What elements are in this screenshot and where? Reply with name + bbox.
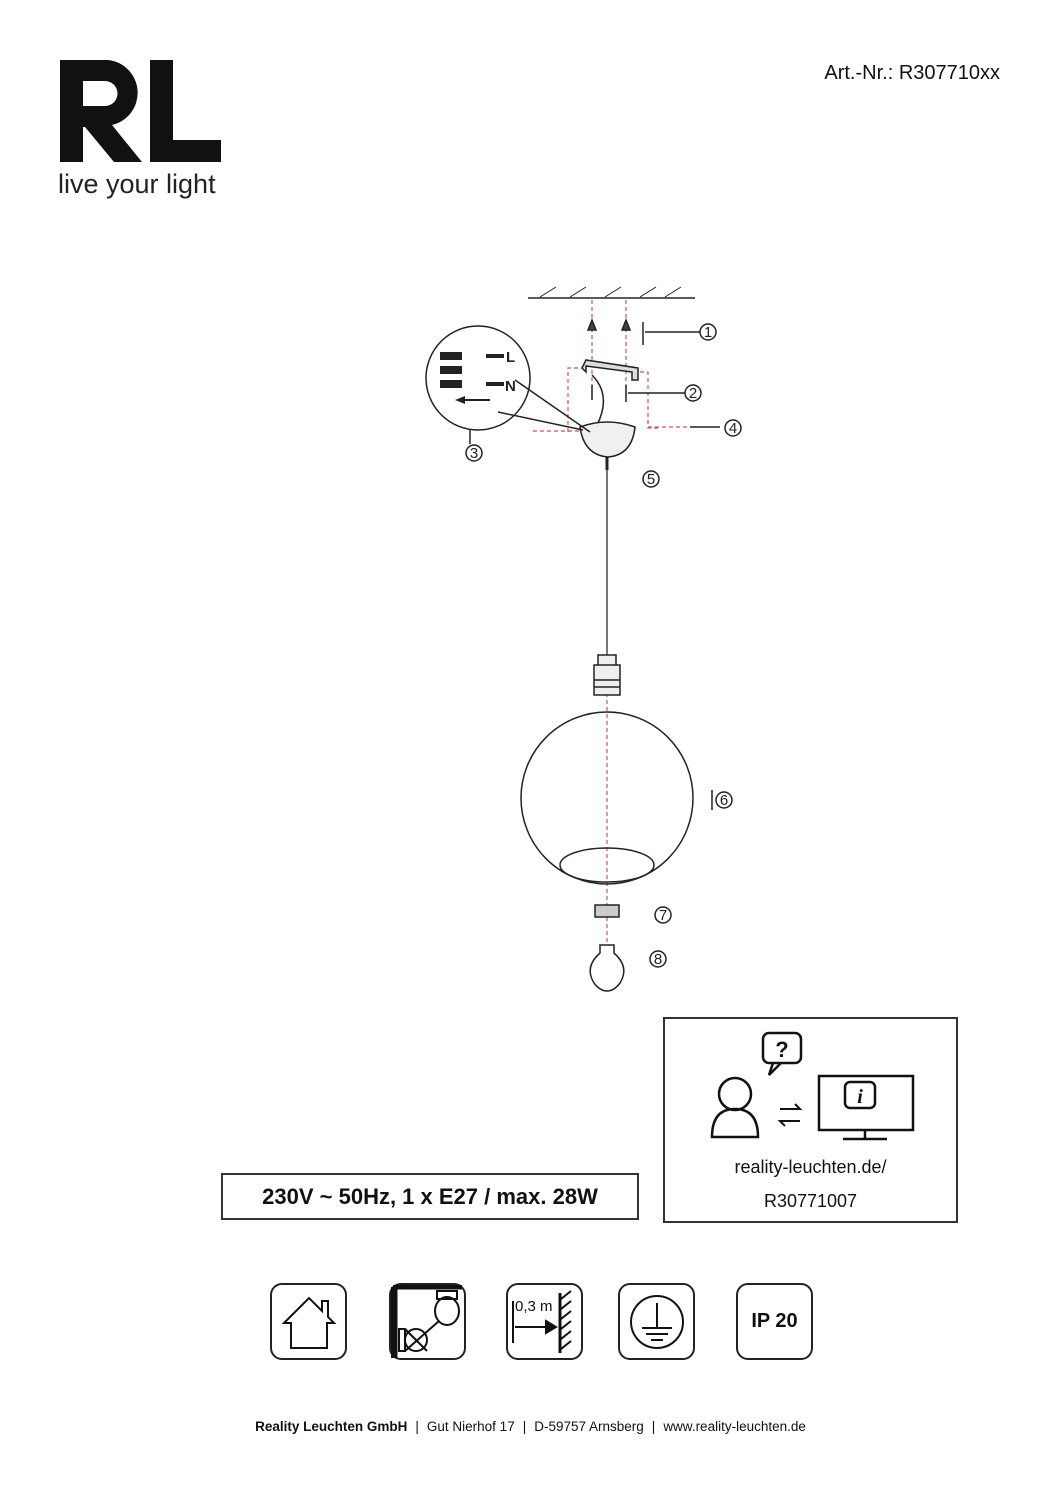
- logo-tagline: live your light: [58, 169, 216, 199]
- electrical-spec: 230V ~ 50Hz, 1 x E27 / max. 28W: [221, 1173, 639, 1220]
- step-4: 4: [729, 420, 737, 437]
- step-5: 5: [647, 471, 655, 488]
- step-2: 2: [689, 385, 697, 402]
- footer-separator: |: [522, 1419, 527, 1434]
- min-distance-icon: 0,3 m: [506, 1283, 583, 1360]
- info-url-line2[interactable]: R30771007: [763, 1191, 858, 1211]
- person-monitor-icon: ? i: [710, 1031, 915, 1141]
- info-url-line1[interactable]: reality-leuchten.de/: [734, 1157, 887, 1177]
- footer-separator: |: [651, 1419, 656, 1434]
- step-1: 1: [704, 324, 712, 341]
- footer-street: Gut Nierhof 17: [426, 1419, 515, 1434]
- protective-earth-icon: [618, 1283, 695, 1360]
- footer-city: D-59757 Arnsberg: [534, 1419, 644, 1434]
- footer-website[interactable]: www.reality-leuchten.de: [663, 1419, 806, 1434]
- footer-separator: |: [415, 1419, 419, 1434]
- ip-rating-label: IP 20: [751, 1310, 798, 1332]
- footer: Reality Leuchten GmbH | Gut Nierhof 17 | D-5…: [0, 1419, 1061, 1434]
- distance-label: 0,3 m: [515, 1298, 553, 1315]
- wire-label-n: N: [505, 378, 516, 395]
- step-6: 6: [720, 792, 728, 809]
- wire-label-l: L: [506, 349, 515, 366]
- svg-text:?: ?: [775, 1037, 788, 1062]
- not-for-covered-mounting-icon: [389, 1283, 466, 1360]
- assembly-diagram: L N 1 2 3 4 5 6 7 8: [425, 286, 742, 992]
- online-info-box: ? i reality-leuchten.de/ R30771007: [663, 1017, 958, 1223]
- svg-text:i: i: [857, 1086, 863, 1108]
- brand-logo-mark: [60, 60, 221, 162]
- spec-text: 230V ~ 50Hz, 1 x E27 / max. 28W: [262, 1183, 598, 1209]
- ip-rating-badge: IP 20: [736, 1283, 813, 1360]
- indoor-use-icon: [270, 1283, 347, 1360]
- step-8: 8: [654, 951, 662, 968]
- step-7: 7: [659, 907, 667, 924]
- step-3: 3: [470, 445, 478, 462]
- article-number: Art.-Nr.: R307710xx: [824, 62, 1000, 84]
- footer-company: Reality Leuchten GmbH: [255, 1419, 408, 1434]
